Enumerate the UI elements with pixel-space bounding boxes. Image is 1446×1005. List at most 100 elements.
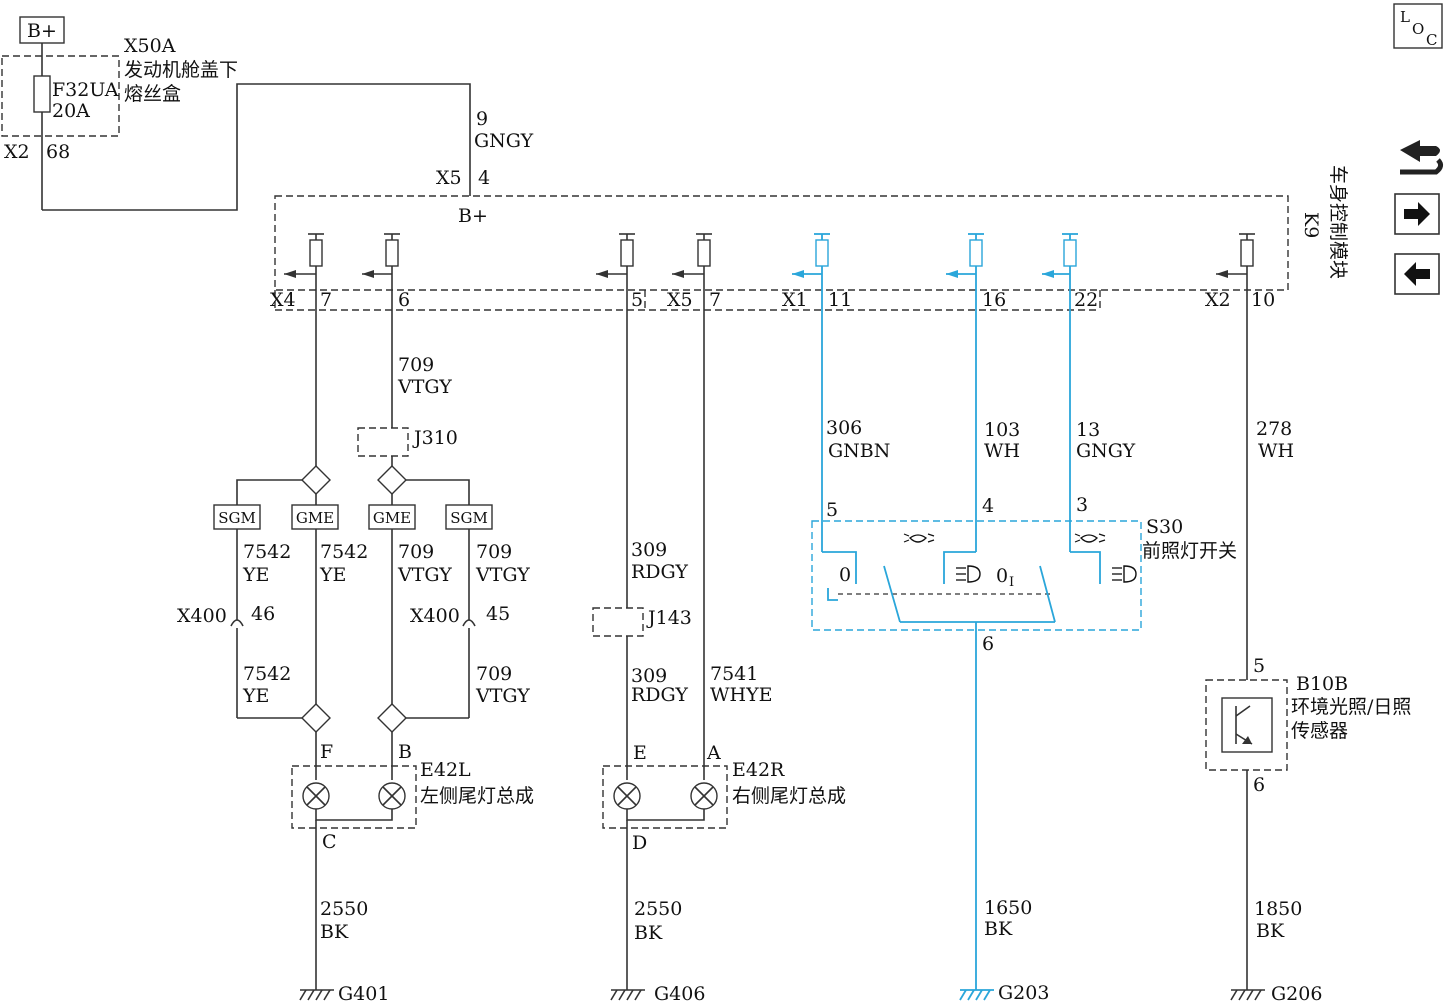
bcm-name: 车身控制模块 (1327, 165, 1349, 279)
variant-sgm-2 (445, 504, 493, 530)
wire-709-c-circuit: 709 (476, 541, 512, 563)
lamp-right-pin-d: D (632, 832, 647, 854)
battery-positive-label: B+ (27, 20, 57, 42)
wire-7542-b-circuit: 7542 (320, 541, 368, 563)
parking-lamp-icon (903, 533, 935, 543)
inline-pin-46: 46 (251, 603, 275, 625)
wire-309-a-circuit: 309 (631, 539, 667, 561)
lamp-right-bulb-1 (613, 782, 641, 810)
bcm-connector-x5-top: X5 (436, 167, 462, 189)
lamp-right-bulb-2 (690, 782, 718, 810)
switch-position-0i: 0 (996, 565, 1008, 587)
fusebox-name-2: 熔丝盒 (124, 83, 181, 105)
wire-306-circuit: 306 (826, 417, 862, 439)
variant-sgm-1-label: SGM (218, 509, 256, 527)
lamp-right-id: E42R (732, 759, 785, 781)
bcm-driver-x5-7 (672, 233, 712, 310)
arrow-left-icon (1404, 262, 1430, 286)
splice-j310-label: J310 (412, 427, 458, 449)
lamp-left-id: E42L (420, 759, 471, 781)
wire-2550-a-color: BK (320, 921, 349, 943)
lamp-left-name: 左侧尾灯总成 (420, 785, 534, 807)
loc-letter-l: L (1400, 8, 1410, 26)
fusebox-id: X50A (124, 35, 176, 57)
wire-2550-a-circuit: 2550 (320, 898, 368, 920)
bcm-driver-x4-6 (362, 233, 400, 310)
lamp-left-outline (291, 765, 417, 829)
wire-278-color: WH (1258, 440, 1294, 462)
fusebox-pin: 68 (46, 141, 70, 163)
wire-7542-c-circuit: 7542 (243, 663, 291, 685)
lamp-left-pin-b: B (398, 741, 412, 763)
sensor-id: B10B (1296, 673, 1348, 695)
wire-7541-color: WHYE (710, 684, 773, 706)
inline-x400-right: X400 (410, 605, 460, 627)
ground-g203-icon (959, 984, 994, 1001)
wire-709-color: VTGY (397, 376, 452, 398)
splice-j143 (592, 607, 644, 637)
bcm-bplus: B+ (458, 205, 488, 227)
wire-306-color: GNBN (828, 440, 890, 462)
switch-pin-4: 4 (982, 495, 994, 517)
variant-merge-left (301, 703, 331, 733)
wire-13-color: GNGY (1076, 440, 1136, 462)
bcm-pin-x2-10: 10 (1251, 289, 1275, 311)
headlamp-icon (956, 565, 981, 583)
ground-g206-label: G206 (1271, 983, 1322, 1005)
ground-g406-icon (610, 980, 645, 1001)
ground-g406-label: G406 (654, 983, 705, 1005)
bcm-pin-x5-7: 7 (709, 289, 721, 311)
wire-7542-a-circuit: 7542 (243, 541, 291, 563)
wire-709-circuit: 709 (398, 354, 434, 376)
return-arrow-icon (1400, 140, 1444, 175)
lamp-right-name: 右侧尾灯总成 (732, 785, 846, 807)
fusebox-outline (1, 55, 120, 137)
bcm-driver-x4-7 (284, 233, 324, 310)
fuse-f32ua (33, 75, 51, 113)
headlamp-icon-2 (1112, 565, 1137, 583)
variant-sgm-1 (213, 504, 261, 530)
feed-wire-circuit: 9 (476, 108, 488, 130)
bcm-outline (274, 195, 1289, 291)
bcm-id: K9 (1300, 212, 1322, 238)
forward-button[interactable] (1394, 193, 1440, 235)
bcm-pin-x4-6: 6 (398, 289, 410, 311)
bcm-connector-x5: X5 (667, 289, 693, 311)
back-button[interactable] (1394, 253, 1440, 295)
wire-1850-color: BK (1256, 920, 1285, 942)
ground-g203-label: G203 (998, 982, 1049, 1004)
fusebox-name-1: 发动机舱盖下 (124, 59, 238, 81)
bcm-pin-x1-11: 11 (828, 289, 852, 311)
wire-1650-circuit: 1650 (984, 897, 1032, 919)
bcm-connector-x4: X4 (270, 289, 296, 311)
splice-j310 (357, 427, 409, 457)
wire-7541-circuit: 7541 (710, 663, 758, 685)
bcm-driver-x4-5 (596, 233, 635, 310)
wire-2550-b-circuit: 2550 (634, 898, 682, 920)
wire-309-b-color: RDGY (631, 684, 688, 706)
variant-gme-1 (291, 504, 339, 530)
variant-sgm-2-label: SGM (450, 509, 488, 527)
bcm-connector-x2: X2 (1205, 289, 1231, 311)
variant-junction-left (301, 465, 331, 495)
wire-13-circuit: 13 (1076, 419, 1100, 441)
wire-309-a-color: RDGY (631, 561, 688, 583)
sensor-name-2: 传感器 (1291, 720, 1348, 742)
bcm-input-x2-10 (1216, 233, 1255, 310)
fusebox-connector: X2 (4, 141, 30, 163)
feed-wire-color: GNGY (474, 130, 534, 152)
wire-103-color: WH (984, 440, 1020, 462)
bcm-pin-x1-22: 22 (1074, 289, 1098, 311)
wire-1650-color: BK (984, 918, 1013, 940)
fuse-rating: 20A (52, 100, 90, 122)
inline-x400-left: X400 (177, 605, 227, 627)
switch-pin-3: 3 (1076, 494, 1088, 516)
bcm-input-x1-16 (946, 233, 984, 310)
wire-7542-c-color: YE (242, 685, 269, 707)
bcm-input-x1-11 (792, 233, 830, 310)
return-button[interactable] (1400, 140, 1444, 175)
location-button[interactable]: L O C (1393, 3, 1443, 49)
bcm-pin-4: 4 (478, 167, 490, 189)
splice-j143-label: J143 (646, 607, 692, 629)
